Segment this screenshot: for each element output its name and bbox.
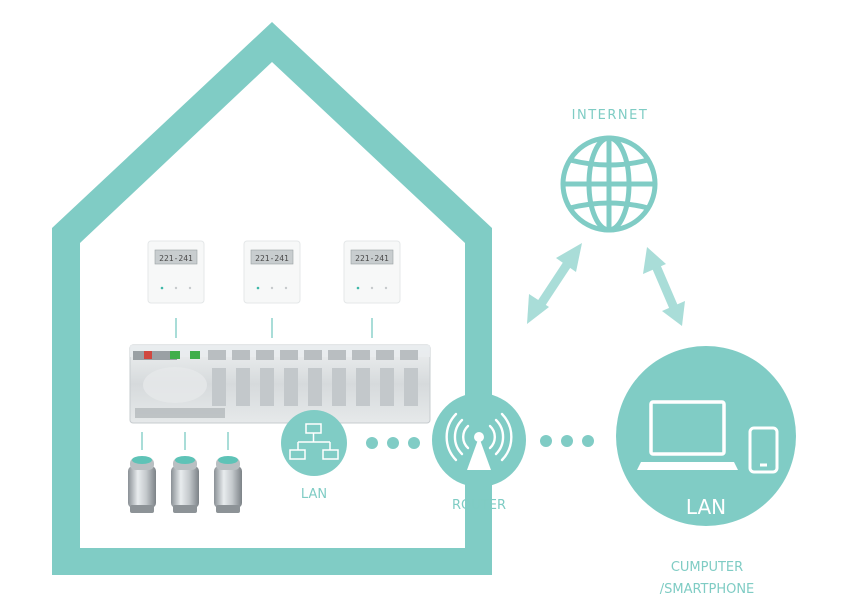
thermostat-display-1: 221-241	[159, 254, 193, 263]
house-outline	[52, 22, 492, 575]
actuator-3	[214, 456, 242, 513]
actuator-2	[171, 456, 199, 513]
internet-label: INTERNET	[572, 108, 649, 123]
thermostat-display-3: 221-241	[355, 254, 389, 263]
thermostat-connectors	[175, 318, 373, 338]
arrow-internet-lan	[643, 247, 685, 326]
connection-dots-1	[366, 437, 420, 449]
wiring-controller	[129, 344, 431, 424]
actuator-1	[128, 456, 156, 513]
network-icon	[289, 423, 339, 460]
arrow-internet-house	[527, 243, 582, 324]
laptop-icon	[637, 400, 738, 470]
thermostat-2: 221-241	[243, 240, 301, 304]
computer-label-line1: CUMPUTER	[671, 560, 743, 575]
computer-lan-node: LAN	[616, 346, 796, 526]
thermostat-3: 221-241	[343, 240, 401, 304]
lan-label: LAN	[301, 487, 327, 502]
wifi-antenna-icon	[445, 412, 513, 462]
router-node	[432, 393, 526, 487]
thermostat-display-2: 221-241	[255, 254, 289, 263]
thermostat-1: 221-241	[147, 240, 205, 304]
connection-dots-2	[540, 435, 594, 447]
globe-icon	[560, 135, 658, 233]
lan-big-label: LAN	[686, 495, 726, 519]
router-label: ROUTER	[452, 498, 506, 513]
actuator-connectors	[141, 432, 229, 450]
lan-node	[281, 410, 347, 476]
computer-label-line2: /SMARTPHONE	[660, 582, 755, 597]
smartphone-icon	[748, 426, 779, 474]
